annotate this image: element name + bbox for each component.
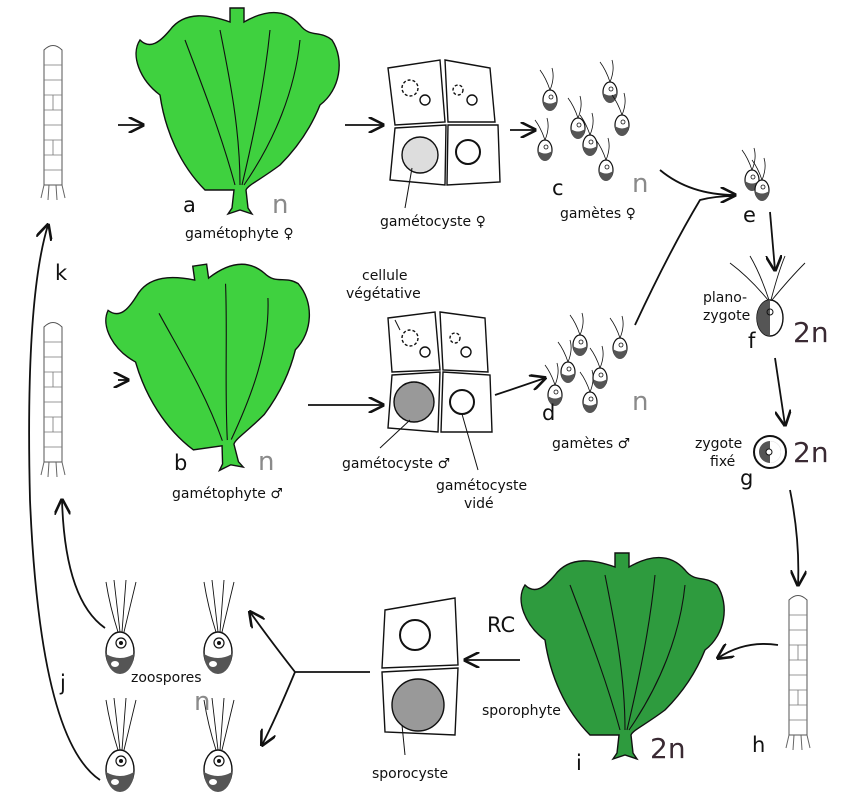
gametophyte-female: [136, 8, 339, 214]
letter-a: a: [183, 193, 196, 217]
ploidy-c: n: [632, 169, 648, 199]
zygote-fixe-g: [754, 436, 786, 468]
ploidy-f: 2n: [793, 316, 829, 349]
ploidy-a: n: [272, 190, 288, 220]
sporocyste-cells: [382, 598, 458, 735]
ploidy-j: n: [194, 687, 210, 717]
gametophyte-male: [100, 251, 330, 483]
letter-k: k: [55, 261, 68, 285]
label-plano: plano-: [703, 290, 747, 306]
label-gametocyste-female: gamétocyste ♀: [380, 214, 486, 230]
label-gametocyste-vide-2: vidé: [464, 496, 494, 512]
label-sporophyte: sporophyte: [482, 703, 561, 719]
label-gametocyste-vide-1: gamétocyste: [436, 478, 527, 494]
label-gametophyte-male: gamétophyte ♂: [172, 486, 283, 502]
ploidy-i: 2n: [650, 732, 686, 765]
letter-e: e: [743, 203, 756, 227]
label-zygote-fixe-2: fixé: [710, 454, 735, 470]
letter-g: g: [740, 466, 753, 490]
letter-c: c: [552, 176, 564, 200]
label-zoospores: zoospores: [131, 670, 202, 686]
label-cellule: cellule: [362, 268, 407, 284]
sporophyte: [521, 553, 724, 759]
label-vegetative: végétative: [346, 286, 421, 302]
zoospores-group: [106, 580, 234, 792]
label-zygote-fixe-1: zygote: [695, 436, 742, 452]
ploidy-d: n: [632, 387, 648, 417]
gametocyste-female-cells: [388, 60, 500, 185]
gametes-male-group: [545, 313, 627, 413]
gametocyste-male-cells: [388, 312, 492, 432]
gametes-female-group: [535, 60, 629, 181]
label-gametes-female: gamètes ♀: [560, 206, 636, 222]
ploidy-g: 2n: [793, 436, 829, 469]
letter-h: h: [752, 733, 765, 757]
filament-h: [786, 596, 810, 751]
label-sporocyste: sporocyste: [372, 766, 448, 782]
label-zygote: zygote: [703, 308, 750, 324]
letter-rc: RC: [487, 613, 515, 637]
letter-d: d: [542, 401, 555, 425]
letter-f: f: [748, 329, 756, 353]
filament-k-top: [41, 46, 65, 201]
filament-k-bottom: [41, 323, 65, 478]
label-gametocyste-male: gamétocyste ♂: [342, 456, 450, 472]
ploidy-b: n: [258, 447, 274, 477]
gamete-fusion-e: [742, 148, 769, 201]
letter-b: b: [174, 451, 187, 475]
letter-j: j: [59, 671, 66, 695]
label-gametophyte-female: gamétophyte ♀: [185, 226, 294, 242]
label-gametes-male: gamètes ♂: [552, 436, 630, 452]
letter-i: i: [576, 751, 582, 775]
